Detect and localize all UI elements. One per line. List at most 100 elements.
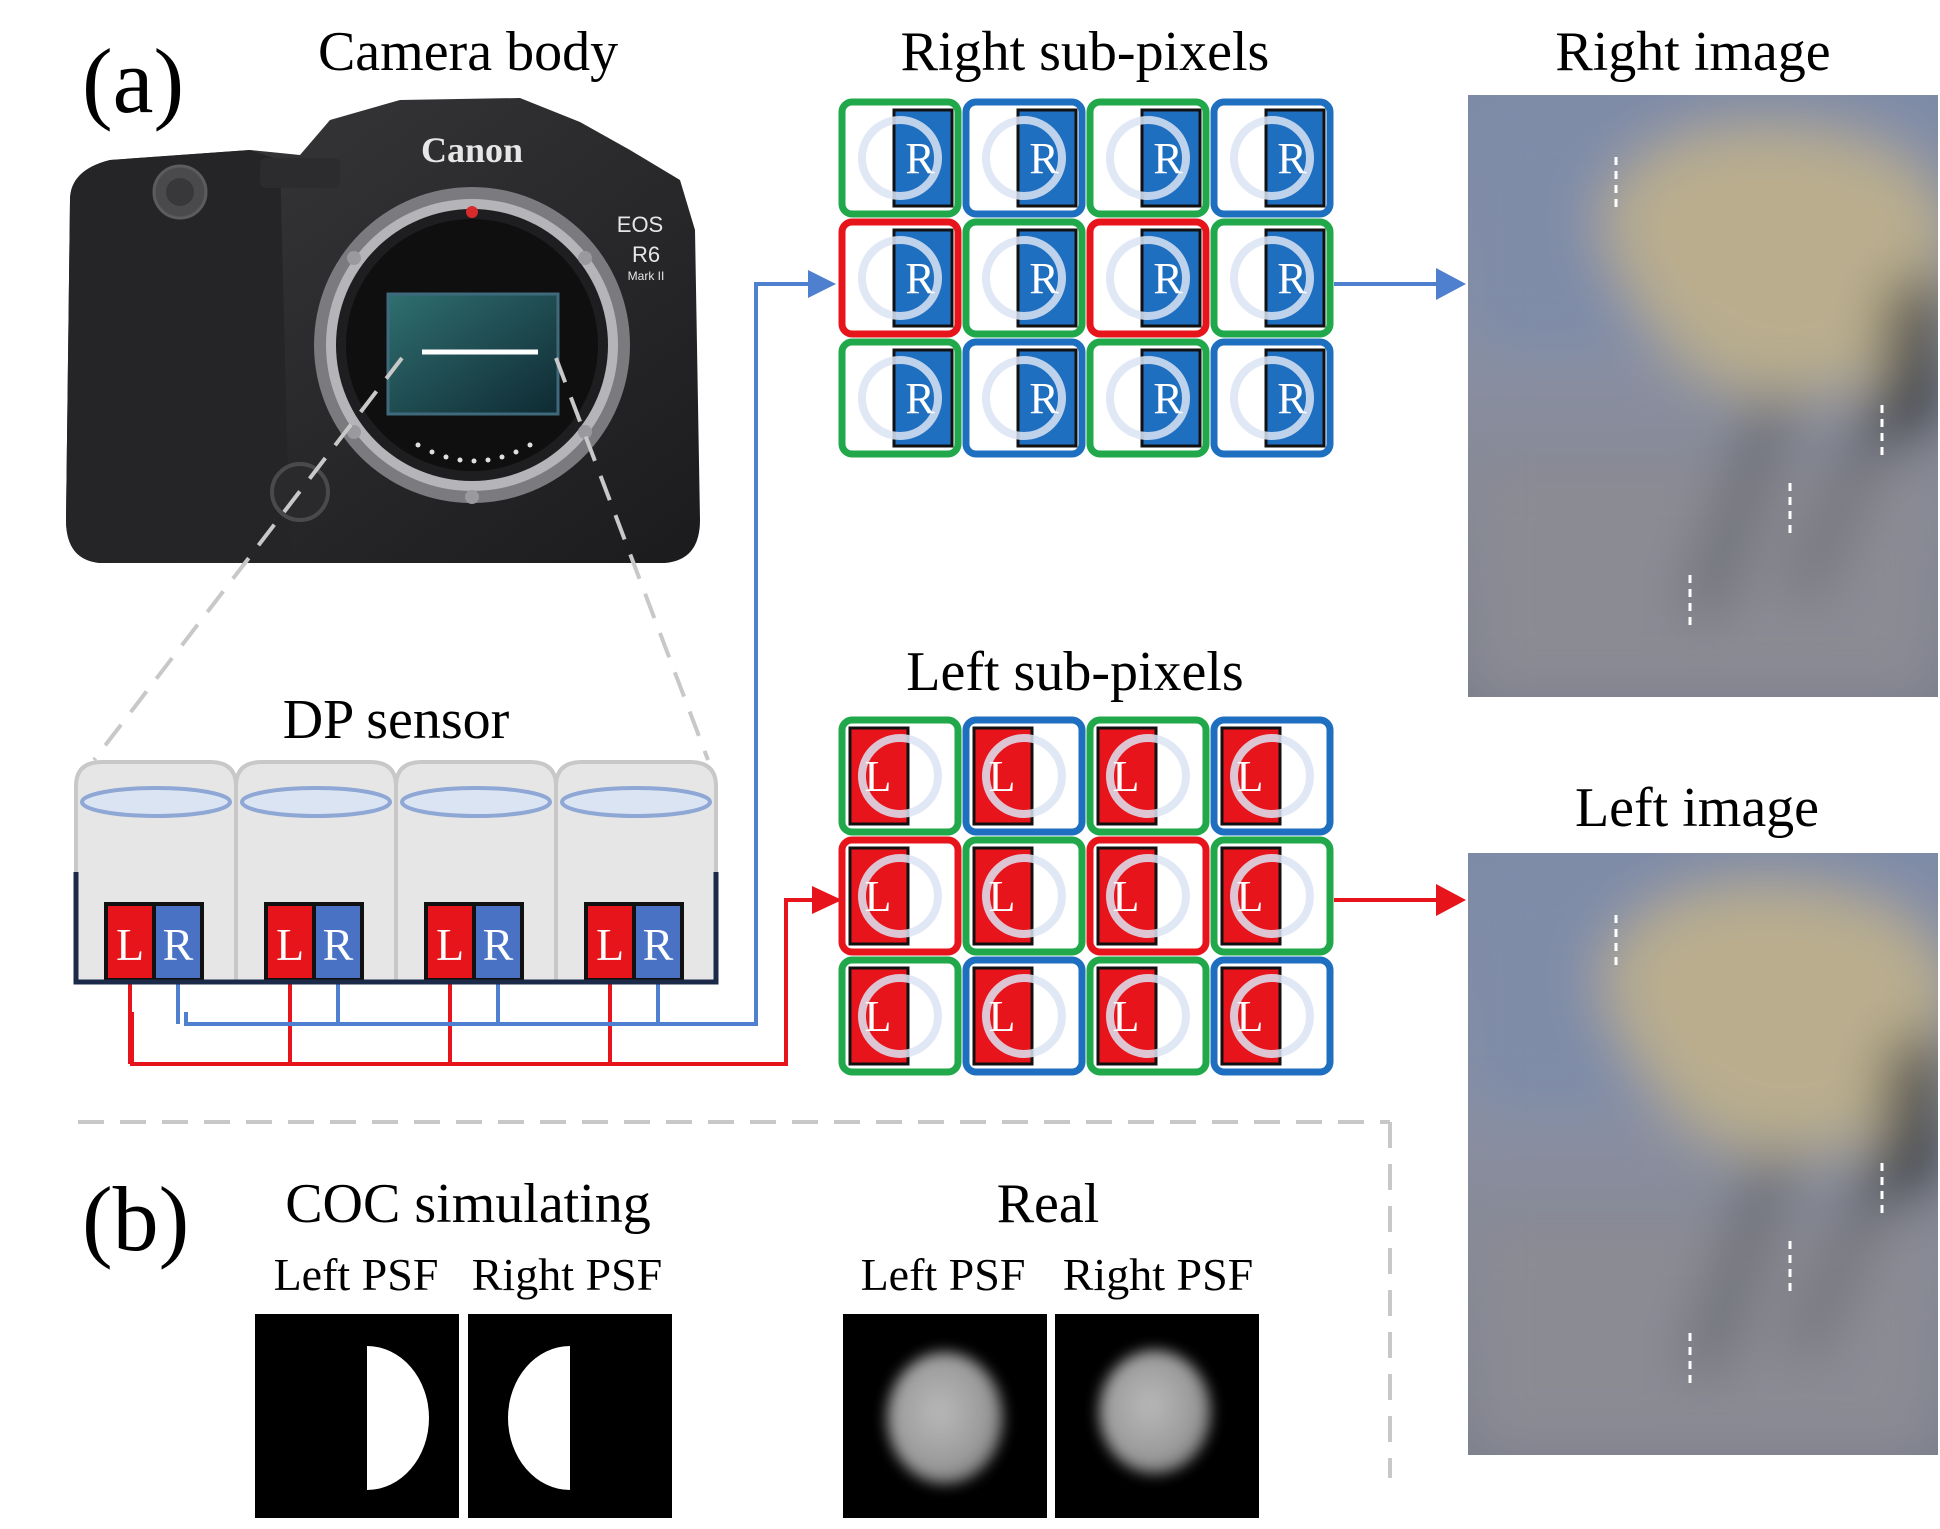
- right-subpixel-cell: R: [1210, 218, 1334, 338]
- right-subpixel-letter: R: [1277, 254, 1307, 303]
- left-subpixel-cell: L: [838, 836, 962, 956]
- left-subpixel-cell: L: [1086, 836, 1210, 956]
- right-subpixel-letter: R: [905, 254, 935, 303]
- sensor-left-letter: L: [276, 919, 304, 970]
- real-left-psf: [843, 1314, 1047, 1518]
- right-subpixel-cell: R: [962, 98, 1086, 218]
- left-subpixel-letter: L: [989, 992, 1016, 1041]
- camera-model-number: R6: [632, 242, 660, 267]
- dp-sensor-title: DP sensor: [283, 689, 510, 751]
- left-subpixel-cell: L: [1210, 836, 1334, 956]
- dp-sensor-frame: [73, 872, 719, 985]
- left-subpixel-letter: L: [1113, 992, 1140, 1041]
- left-subpixel-letter: L: [865, 992, 892, 1041]
- left-subpixel-letter: L: [1113, 752, 1140, 801]
- coc-left-psf: [255, 1314, 459, 1518]
- right-subpixel-cell: R: [838, 98, 962, 218]
- right-subpixel-cell: R: [838, 338, 962, 458]
- right-subpixel-letter: R: [1153, 254, 1183, 303]
- arrow-to-left-image: [1436, 884, 1466, 916]
- left-subpixel-cell: L: [1086, 956, 1210, 1076]
- coc-right-psf-label: Right PSF: [472, 1249, 663, 1300]
- panel-b-label: (b): [82, 1168, 189, 1270]
- coc-title: COC simulating: [285, 1173, 651, 1235]
- left-subpixel-cell: L: [962, 716, 1086, 836]
- section-separator: [78, 1120, 1392, 1478]
- disparity-markers: [1614, 157, 1884, 627]
- coc-left-psf-label: Left PSF: [274, 1249, 439, 1300]
- camera-model-suffix: Mark II: [628, 269, 665, 283]
- right-subpixel-letter: R: [905, 134, 935, 183]
- real-right-psf-label: Right PSF: [1063, 1249, 1254, 1300]
- sensor-right-photodiode: [472, 902, 524, 982]
- left-subpixel-letter: L: [1237, 872, 1264, 921]
- right-subpixel-cell: R: [1086, 338, 1210, 458]
- left-subpixel-cell: L: [1086, 716, 1210, 836]
- right-subpixel-cell: R: [1210, 338, 1334, 458]
- camera-brand-text: Canon: [421, 130, 523, 170]
- right-subpixel-cell: R: [962, 218, 1086, 338]
- real-right-psf: [1055, 1314, 1259, 1518]
- panel-a-label: (a): [82, 30, 184, 132]
- camera-body-title: Camera body: [318, 21, 618, 83]
- right-subpixel-cell: R: [1086, 98, 1210, 218]
- zoom-lines: [92, 356, 710, 762]
- sensor-right-letter: R: [643, 919, 674, 970]
- routing-lines: [130, 268, 1466, 1066]
- right-subpixel-cell: R: [1210, 98, 1334, 218]
- left-subpixel-cell: L: [838, 716, 962, 836]
- left-subpixel-letter: L: [1237, 752, 1264, 801]
- left-subpixel-cell: L: [962, 956, 1086, 1076]
- left-image-title: Left image: [1575, 777, 1819, 839]
- left-subpixel-cell: L: [838, 956, 962, 1076]
- left-image: [1468, 853, 1938, 1455]
- left-subpixel-letter: L: [865, 752, 892, 801]
- right-subpixel-cell: R: [838, 218, 962, 338]
- left-subpixel-cell: L: [1210, 956, 1334, 1076]
- right-subpixel-cell: R: [1086, 218, 1210, 338]
- left-subpixel-cell: L: [1210, 716, 1334, 836]
- left-subpixels-title: Left sub-pixels: [906, 641, 1243, 703]
- right-image: [1468, 95, 1938, 697]
- left-subpixel-letter: L: [865, 872, 892, 921]
- left-subpixel-letter: L: [1113, 872, 1140, 921]
- left-subpixel-cell: L: [962, 836, 1086, 956]
- camera-body-illustration: Canon EOS R6 Mark II: [66, 98, 700, 563]
- sensor-left-letter: L: [596, 919, 624, 970]
- right-subpixel-letter: R: [1153, 374, 1183, 423]
- left-subpixel-letter: L: [1237, 992, 1264, 1041]
- right-subpixel-letter: R: [1277, 134, 1307, 183]
- right-subpixel-cell: R: [962, 338, 1086, 458]
- right-subpixel-letter: R: [1277, 374, 1307, 423]
- sensor-right-photodiode: [152, 902, 204, 982]
- right-subpixel-letter: R: [1029, 374, 1059, 423]
- right-subpixels-title: Right sub-pixels: [901, 21, 1270, 83]
- camera-model-text: EOS: [617, 212, 663, 237]
- right-subpixel-letter: R: [905, 374, 935, 423]
- real-left-psf-label: Left PSF: [861, 1249, 1026, 1300]
- sensor-left-photodiode: [424, 902, 476, 982]
- sensor-left-letter: L: [116, 919, 144, 970]
- disparity-markers: [1614, 915, 1884, 1385]
- sensor-right-photodiode: [632, 902, 684, 982]
- sensor-right-letter: R: [163, 919, 194, 970]
- right-subpixel-letter: R: [1153, 134, 1183, 183]
- right-image-title: Right image: [1555, 21, 1830, 83]
- sensor-right-photodiode: [312, 902, 364, 982]
- real-title: Real: [997, 1173, 1100, 1235]
- sensor-right-letter: R: [483, 919, 514, 970]
- arrow-to-right-image: [1436, 268, 1466, 300]
- right-subpixel-letter: R: [1029, 134, 1059, 183]
- sensor-left-letter: L: [436, 919, 464, 970]
- left-subpixel-letter: L: [989, 872, 1016, 921]
- sensor-right-letter: R: [323, 919, 354, 970]
